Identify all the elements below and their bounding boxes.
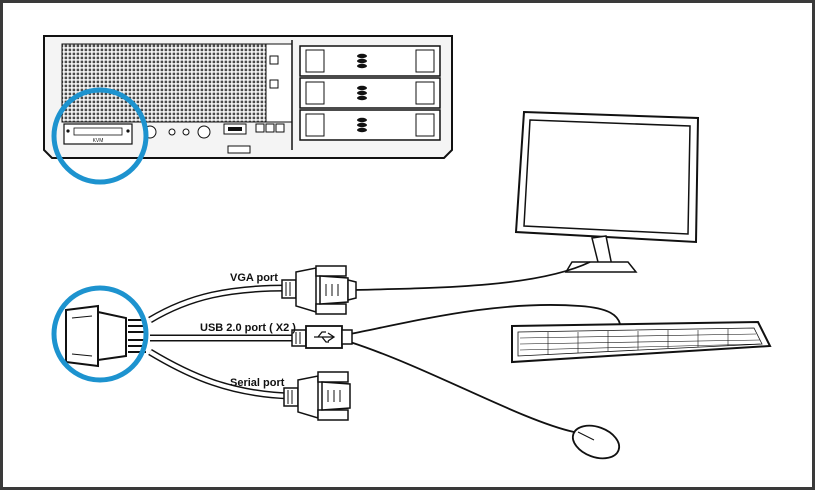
usb-port-label: USB 2.0 port ( X2 )	[200, 322, 296, 334]
serial-port-label: Serial port	[230, 377, 285, 389]
usb-connector	[291, 325, 353, 349]
kvm-dongle	[65, 304, 146, 368]
monitor	[514, 110, 700, 273]
drive-bay-2	[299, 77, 441, 109]
vent-grille	[61, 43, 267, 123]
drive-bay-3	[299, 109, 441, 141]
drive-bay-1	[299, 45, 441, 77]
keyboard	[511, 320, 772, 364]
usb-icon	[314, 331, 336, 343]
serial-connector	[283, 371, 351, 421]
cables	[148, 261, 621, 433]
vga-connector	[281, 265, 357, 315]
kvm-port-highlight	[51, 87, 149, 185]
vga-port-label: VGA port	[230, 272, 278, 284]
kvm-dongle-highlight	[51, 285, 149, 383]
server-chassis: KVM	[43, 35, 453, 159]
mouse	[571, 424, 621, 460]
kvm-port-label: KVM	[93, 138, 104, 144]
